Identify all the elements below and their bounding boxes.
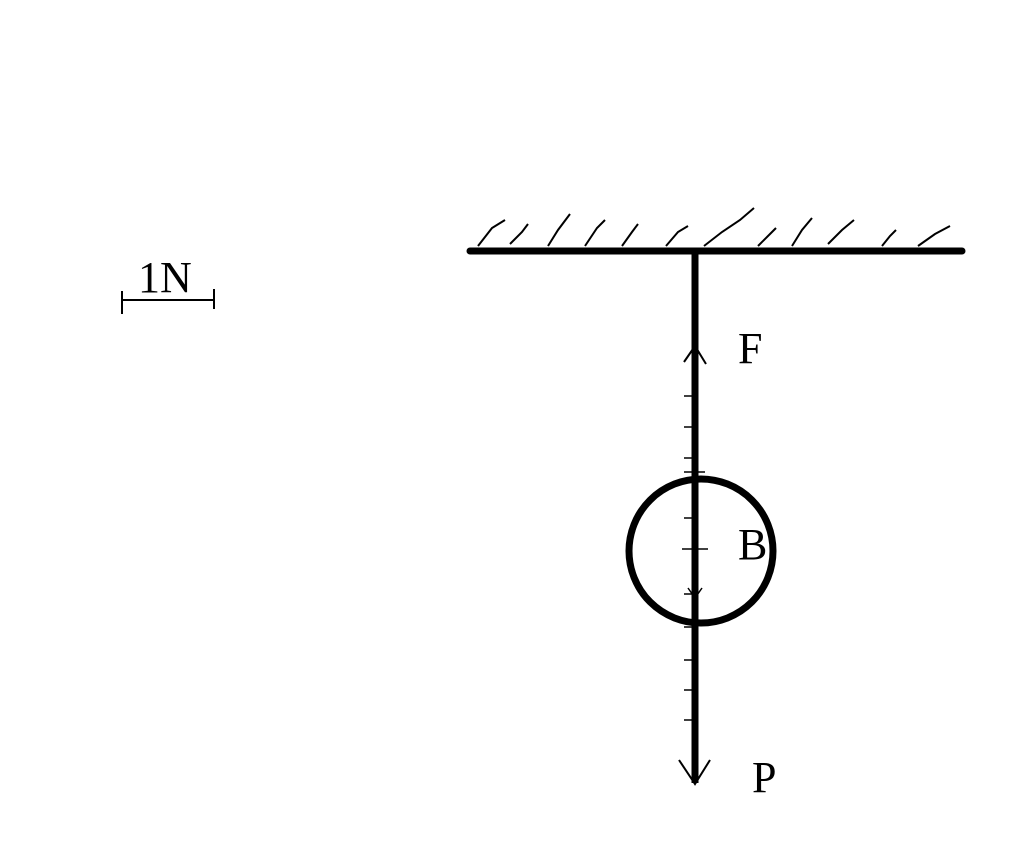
unit-ticks: [682, 395, 708, 721]
body-b-circle: [625, 475, 777, 627]
scale-bar-label: 1N: [138, 253, 192, 302]
weight-p-label: P: [752, 753, 776, 802]
scale-bar: 1N: [121, 253, 215, 314]
force-f-label: F: [738, 324, 762, 373]
force-f-arrow: [683, 344, 707, 365]
body-b-label: B: [738, 520, 767, 569]
ceiling-support: [466, 207, 966, 255]
weight-p-arrow: [678, 759, 711, 786]
body-b-center-arrow: [687, 587, 703, 600]
ceiling-hatching: [477, 207, 951, 247]
weight-p-arrowhead: [678, 759, 711, 786]
force-f-arrowhead: [683, 344, 707, 365]
